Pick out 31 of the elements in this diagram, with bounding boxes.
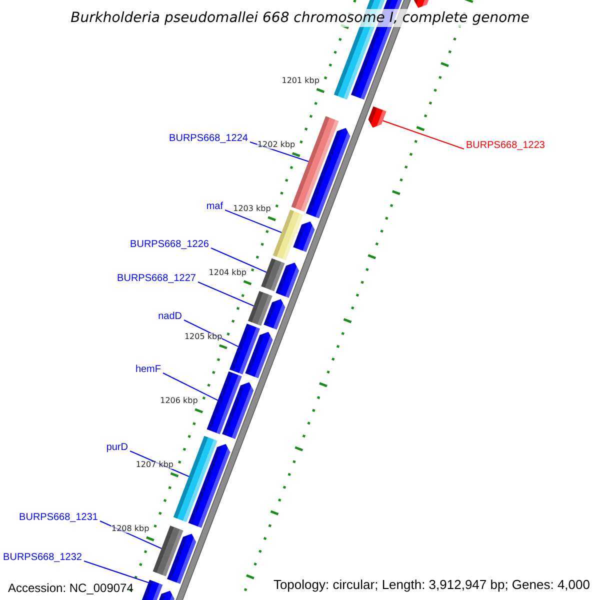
leader-line [198,282,254,306]
gene-feature-bar [230,324,260,374]
map-title: Burkholderia pseudomallei 668 chromosome I, complete genome [68,9,532,27]
gene-label: BURPS668_1231 [19,513,98,523]
scale-label: 1202 kbp [257,140,296,149]
leader-line [382,120,464,150]
gene-label: nadD [158,312,182,322]
leader-line [130,450,190,477]
gene-label: BURPS668_1223 [466,141,545,151]
scale-label: 1201 kbp [282,76,320,85]
gene-label: BURPS668_1227 [117,274,196,284]
leader-line [84,560,149,584]
leader-line [162,372,218,401]
gene-feature-bar [248,290,272,326]
gene-label: maf [206,202,223,212]
gene-feature-bar [261,258,285,292]
scale-label: 1204 kbp [208,268,246,277]
genome-info-text: Topology: circular; Length: 3,912,947 bp; Genes: 4,000 [273,578,590,591]
leader-line [184,320,238,348]
gene-label: BURPS668_1224 [169,134,248,144]
gene-label: purD [106,443,128,453]
gene-feature-bar [206,371,242,434]
gene-feature-bar [368,106,386,128]
leader-line [224,209,282,234]
gene-label: BURPS668_1232 [3,553,82,563]
gene-label: BURPS668_1226 [130,240,209,250]
leader-line [210,248,267,273]
accession-text: Accession: NC_009074 [8,582,134,594]
leader-line [100,520,162,549]
gene-label: hemF [135,365,161,375]
leader-line [250,141,309,162]
